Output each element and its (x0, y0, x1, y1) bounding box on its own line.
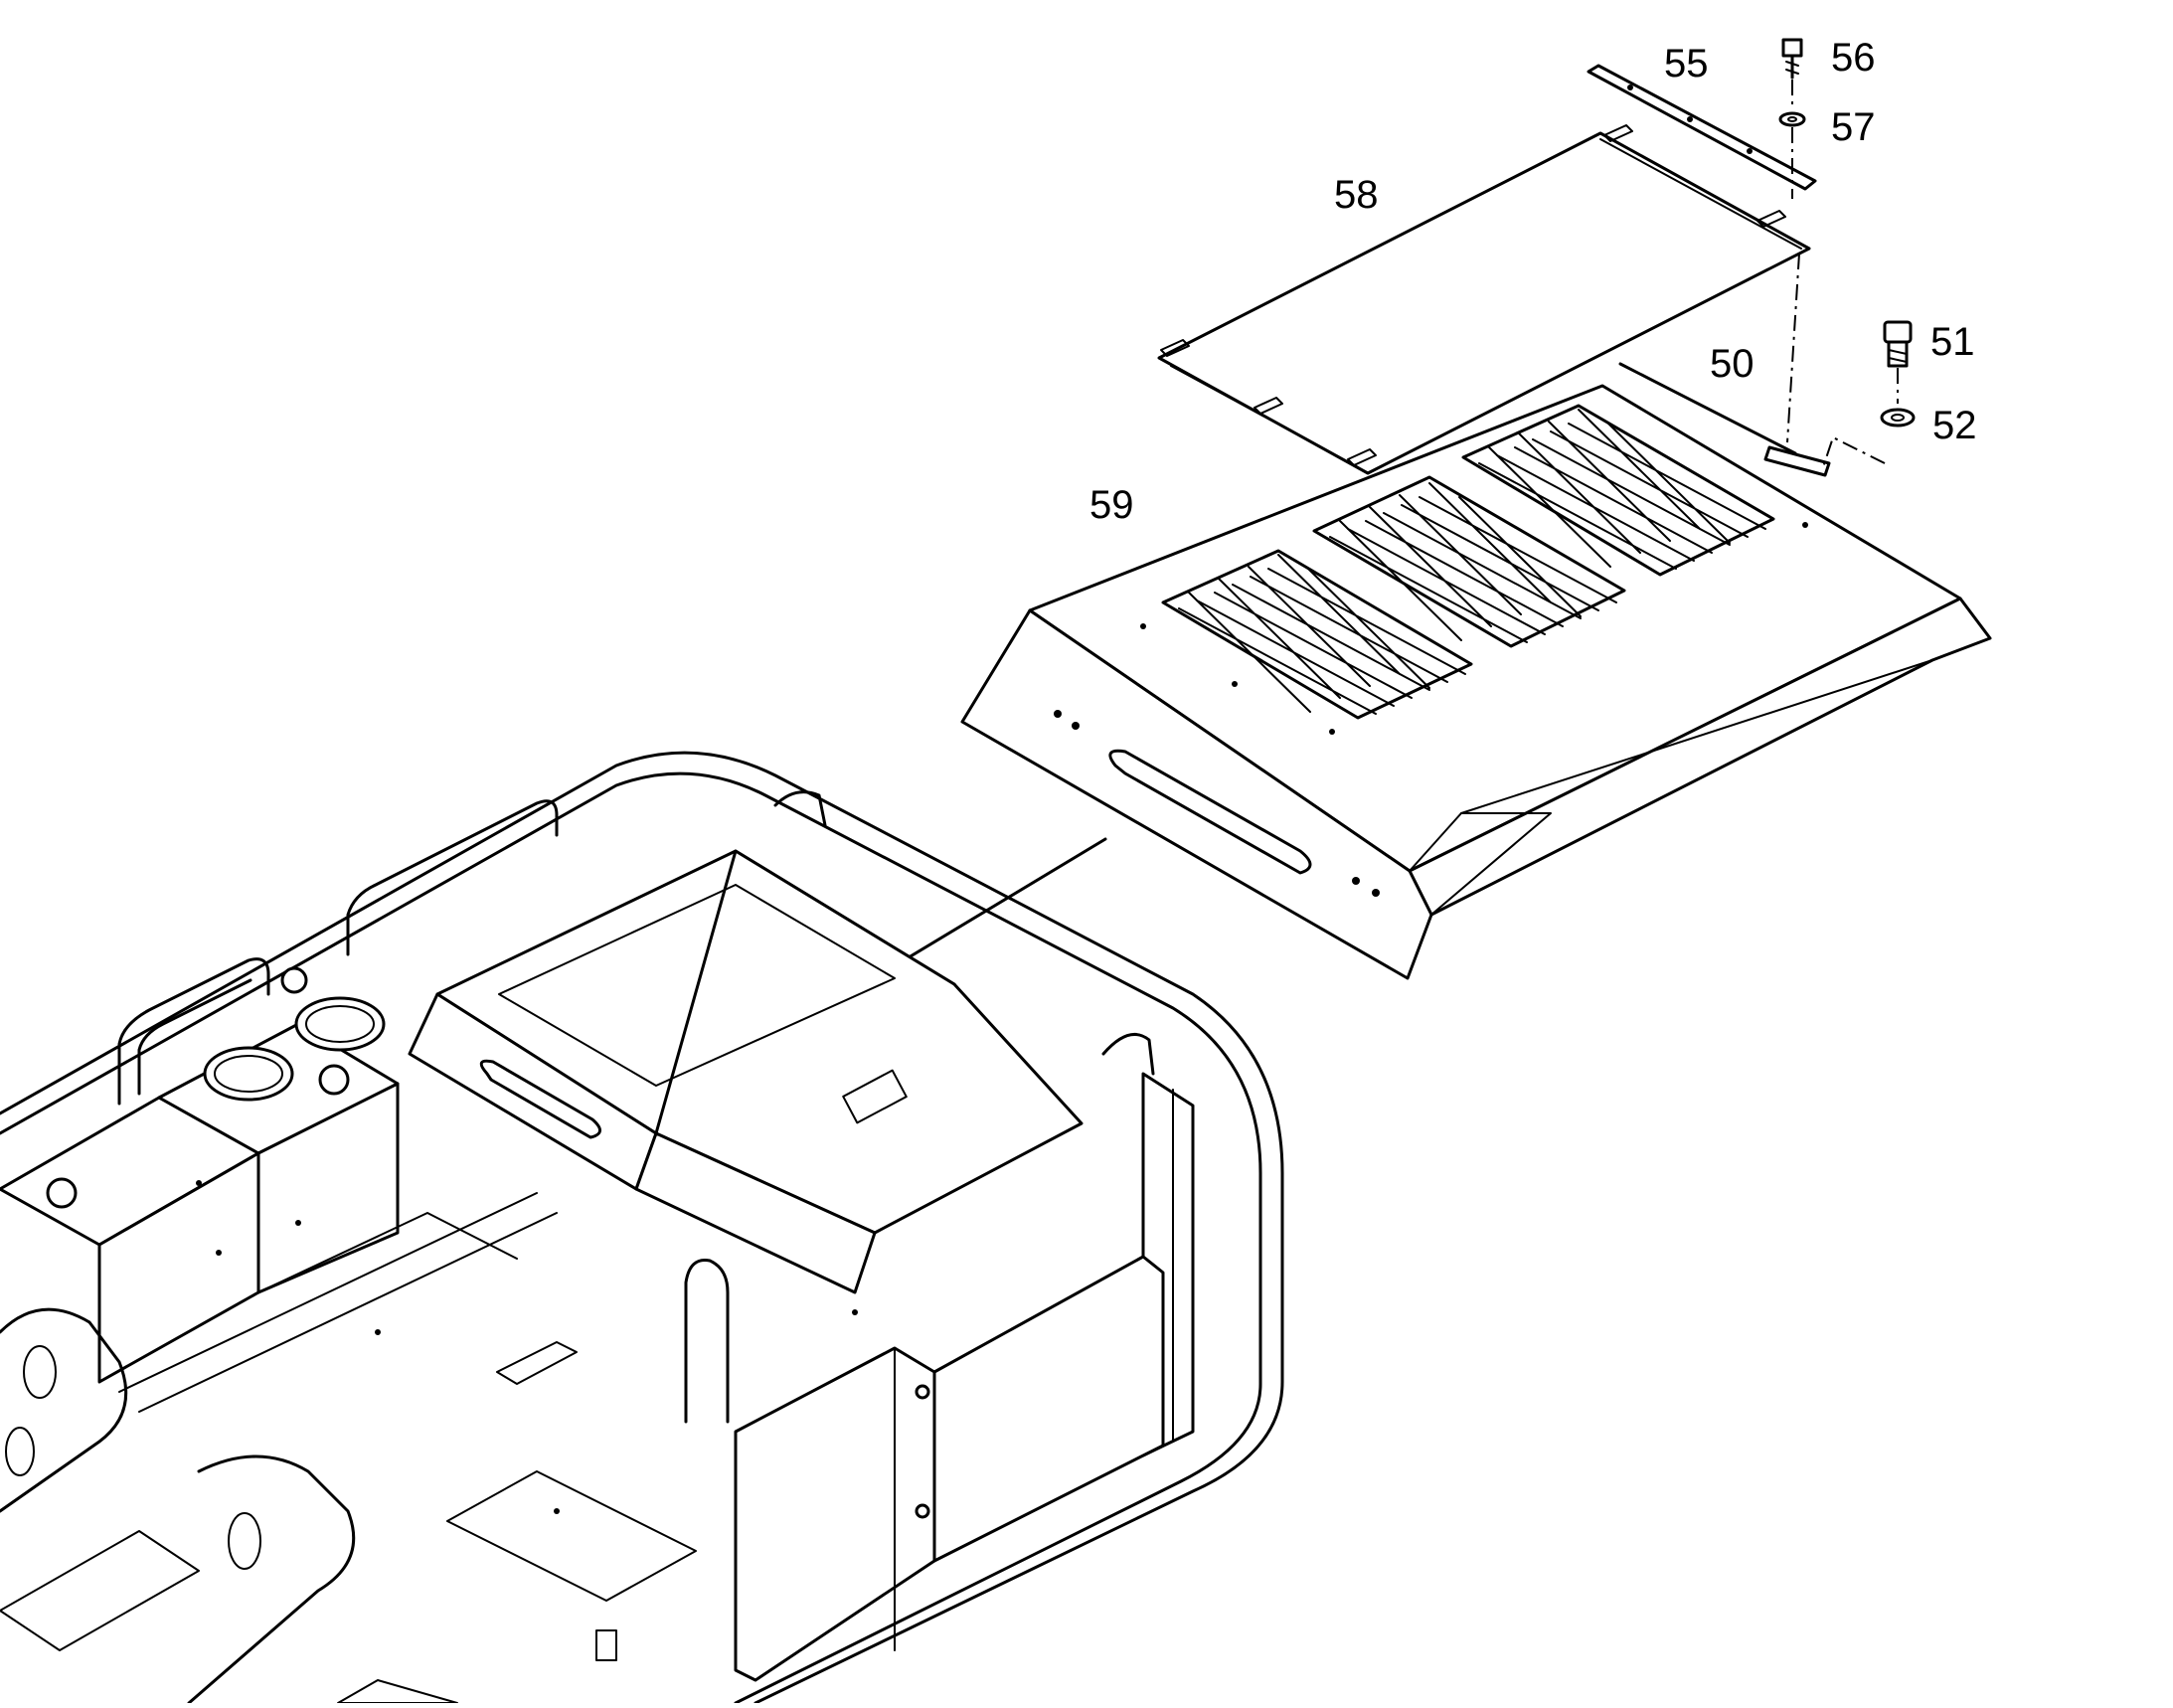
part-56-bolt (1781, 38, 1803, 109)
callout-52: 52 (1932, 404, 1977, 447)
part-55-strip (1587, 64, 1817, 191)
part-50-strip (1618, 362, 1831, 477)
callout-57: 57 (1831, 105, 1876, 149)
part-57-washer (1778, 111, 1806, 199)
part-58-panel (1157, 124, 1811, 475)
hood-mesh-grille-1 (1161, 549, 1473, 720)
hood-mesh-grille-3 (1461, 404, 1775, 577)
callout-56: 56 (1831, 36, 1876, 80)
callout-55: 55 (1664, 42, 1709, 85)
part-59-hood (960, 384, 1992, 980)
callout-51: 51 (1930, 320, 1975, 364)
hood-mesh-grille-2 (1312, 475, 1626, 648)
machine-upper-structure (0, 751, 1284, 1705)
callout-58: 58 (1334, 173, 1379, 217)
callout-50: 50 (1710, 342, 1755, 386)
part-51-bolt (1883, 320, 1913, 404)
callout-59: 59 (1089, 483, 1134, 527)
part-52-washer (1822, 408, 1916, 468)
